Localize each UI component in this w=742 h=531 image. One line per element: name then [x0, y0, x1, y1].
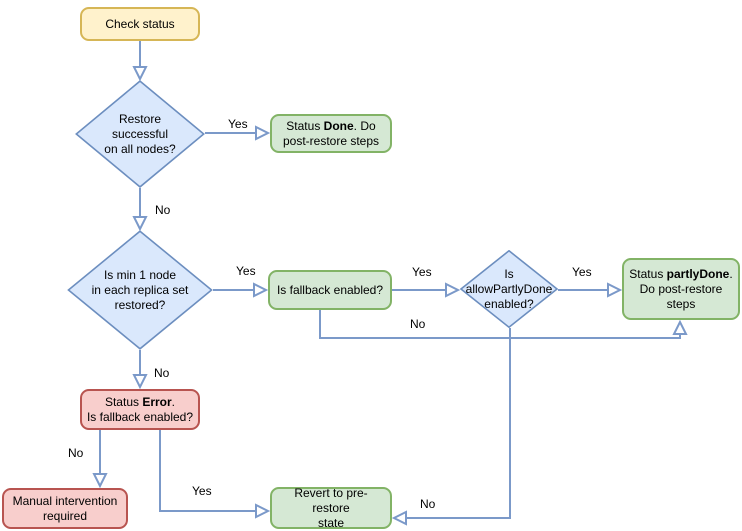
- edge-label-error-yes: Yes: [190, 484, 214, 498]
- edge-error-no: [92, 430, 108, 489]
- node-fallback-enabled-label: Is fallback enabled?: [276, 282, 384, 297]
- edge-check-to-restore: [132, 41, 148, 82]
- edge-error-yes: [159, 430, 271, 519]
- edge-allow-no: [391, 328, 511, 526]
- node-min-one-node-label: Is min 1 node in each replica set restor…: [91, 267, 189, 312]
- node-min-one-node: Is min 1 node in each replica set restor…: [67, 230, 213, 350]
- edge-label-min-one-no: No: [152, 366, 172, 380]
- node-allow-partly-done-label: Is allowPartlyDone enabled?: [465, 266, 553, 311]
- diamond-shape: [67, 230, 213, 350]
- edge-label-min-one-yes: Yes: [234, 264, 258, 278]
- diamond-shape: [460, 250, 558, 328]
- edge-label-fallback-yes: Yes: [410, 265, 434, 279]
- edge-label-allow-yes: Yes: [570, 265, 594, 279]
- node-restore-successful: Restore successful on all nodes?: [75, 80, 205, 188]
- node-status-error-label: Status Error. Is fallback enabled?: [86, 394, 194, 424]
- node-manual-intervention-label: Manual intervention required: [12, 493, 118, 523]
- node-status-partly-done: Status partlyDone. Do post-restore steps: [622, 258, 740, 320]
- edge-label-restore-yes: Yes: [226, 117, 250, 131]
- edge-label-allow-no: No: [418, 497, 438, 511]
- node-allow-partly-done: Is allowPartlyDone enabled?: [460, 250, 558, 328]
- edge-restore-yes: [205, 125, 271, 141]
- edge-allow-yes: [558, 282, 623, 298]
- node-status-done: Status Done. Do post-restore steps: [270, 114, 392, 153]
- node-restore-successful-label: Restore successful on all nodes?: [104, 111, 176, 156]
- edge-fallback-yes: [392, 282, 461, 298]
- node-status-done-label: Status Done. Do post-restore steps: [282, 118, 380, 148]
- node-check-status-label: Check status: [105, 16, 175, 31]
- diamond-shape: [75, 80, 205, 188]
- node-status-partly-done-label: Status partlyDone. Do post-restore steps: [629, 266, 733, 311]
- edge-restore-no: [132, 188, 148, 232]
- edge-label-restore-no: No: [153, 203, 173, 217]
- node-manual-intervention: Manual intervention required: [2, 488, 128, 529]
- edge-fallback-no: [319, 310, 688, 339]
- edge-min-one-no: [132, 350, 148, 390]
- node-revert: Revert to pre-restore state: [270, 485, 392, 530]
- edge-min-one-yes: [213, 282, 269, 298]
- edge-label-error-no: No: [66, 446, 86, 460]
- node-status-error: Status Error. Is fallback enabled?: [80, 389, 200, 430]
- node-check-status: Check status: [80, 7, 200, 41]
- edge-label-fallback-no: No: [408, 317, 428, 331]
- node-revert-label: Revert to pre-restore state: [294, 485, 368, 530]
- node-fallback-enabled: Is fallback enabled?: [268, 270, 392, 310]
